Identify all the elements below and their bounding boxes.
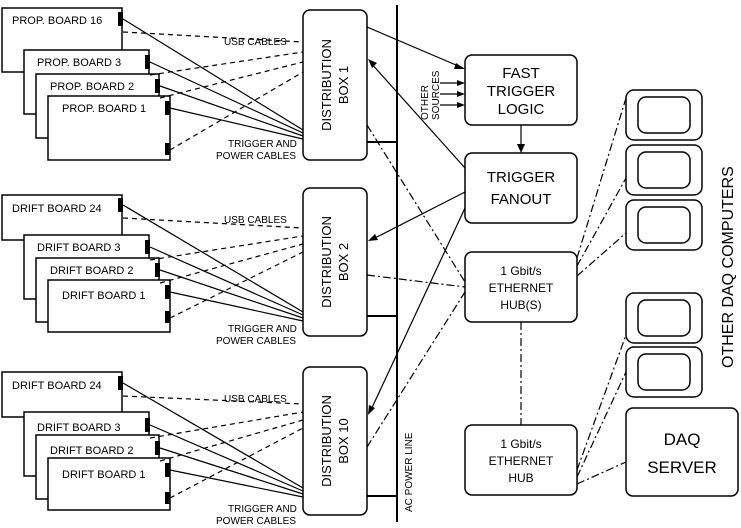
ethernet-hubs-line: 1 Gbit/s	[500, 264, 541, 278]
daq-computer	[625, 144, 703, 196]
trigger-fanout-line: FANOUT	[491, 191, 552, 208]
board-group-3: DRIFT BOARD 24 DRIFT BOARD 3 DRIFT BOARD…	[1, 366, 397, 527]
board-label: DRIFT BOARD 3	[37, 422, 121, 434]
board-back	[1, 194, 123, 241]
board-label: PROP. BOARD 16	[12, 15, 102, 27]
distribution-box-number: BOX 1	[336, 66, 351, 104]
ac-power-line-label: AC POWER LINE	[404, 432, 415, 512]
board-label: DRIFT BOARD 3	[37, 242, 121, 254]
board-label: DRIFT BOARD 24	[12, 203, 102, 215]
distribution-box-1	[302, 9, 368, 161]
trigger-cables-label: TRIGGER AND	[228, 324, 297, 335]
trigger-cables-label: TRIGGER AND	[228, 139, 297, 150]
power-cables-label: POWER CABLES	[216, 516, 296, 527]
other-sources-label: SOURCES	[431, 70, 442, 120]
trigger-fanout-line: TRIGGER	[487, 169, 556, 186]
distribution-box-title: DISTRIBUTION	[319, 395, 334, 487]
power-cables-label: POWER CABLES	[216, 336, 296, 347]
daq-computer	[625, 89, 703, 141]
trigger-cables-label: TRIGGER AND	[228, 504, 297, 515]
board-label: PROP. BOARD 2	[50, 81, 134, 93]
fast-trigger-line: FAST	[502, 65, 540, 82]
ethernet-hub-line: HUB	[508, 471, 533, 485]
board-label: PROP. BOARD 3	[37, 57, 121, 69]
distribution-box-title: DISTRIBUTION	[319, 39, 334, 131]
board-label: DRIFT BOARD 1	[62, 469, 146, 481]
daq-server-line: DAQ	[664, 430, 701, 449]
distribution-box-title: DISTRIBUTION	[319, 216, 334, 308]
board-label: DRIFT BOARD 1	[62, 290, 146, 302]
daq-computer	[625, 346, 703, 398]
usb-cables-label: USB CABLES	[224, 394, 287, 405]
fast-trigger-line: LOGIC	[498, 101, 545, 118]
distribution-box-10	[302, 366, 368, 516]
board-label: DRIFT BOARD 2	[50, 445, 134, 457]
board-card	[47, 95, 171, 161]
board-card	[47, 457, 171, 511]
board-group-1: PROP. BOARD 16 PROP. BOARD 3 PROP. BOARD…	[1, 7, 397, 162]
ethernet-hub-line: ETHERNET	[489, 454, 554, 468]
board-card	[47, 279, 171, 333]
board-group-2: DRIFT BOARD 24 DRIFT BOARD 3 DRIFT BOARD…	[1, 187, 397, 347]
ethernet-hubs-line: ETHERNET	[489, 281, 554, 295]
usb-cables-label: USB CABLES	[224, 215, 287, 226]
usb-cables-label: USB CABLES	[224, 37, 287, 48]
other-daq-computers-label: OTHER DAQ COMPUTERS	[720, 166, 737, 368]
daq-server-line: SERVER	[647, 458, 717, 477]
other-sources-label: OTHER	[420, 85, 431, 120]
ethernet-hubs-line: HUB(S)	[500, 298, 541, 312]
board-label: DRIFT BOARD 24	[12, 380, 102, 392]
daq-server-box	[625, 407, 739, 497]
distribution-box-number: BOX 10	[336, 418, 351, 464]
board-label: DRIFT BOARD 2	[50, 265, 134, 277]
distribution-box-number: BOX 2	[336, 243, 351, 281]
power-cables-label: POWER CABLES	[216, 151, 296, 162]
ethernet-hub-line: 1 Gbit/s	[500, 437, 541, 451]
board-back	[1, 371, 123, 418]
trigger-fanout-box	[464, 152, 578, 224]
fast-trigger-line: TRIGGER	[487, 83, 556, 100]
daq-computer	[625, 199, 703, 251]
distribution-box-2	[302, 187, 368, 337]
board-label: PROP. BOARD 1	[62, 103, 146, 115]
daq-computer	[625, 292, 703, 344]
